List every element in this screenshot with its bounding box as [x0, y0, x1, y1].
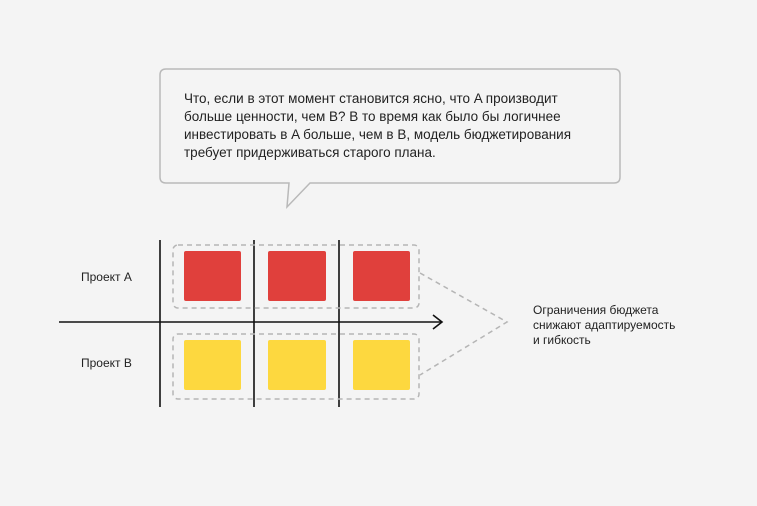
project-b-block	[184, 340, 241, 390]
project-b-block	[268, 340, 326, 390]
callout-text: Что, если в этот момент становится ясно,…	[184, 90, 604, 162]
speech-bubble	[159, 68, 621, 210]
axis-arrowhead-icon	[432, 314, 444, 330]
annotation-line: снижают адаптируемость	[533, 318, 676, 332]
callout-line: Что, если в этот момент становится ясно,…	[184, 91, 558, 106]
callout-line: инвестировать в A больше, чем в B, модел…	[184, 127, 572, 142]
project-a-block	[184, 251, 241, 301]
row-label-project-a: Проект A	[81, 270, 132, 284]
row-label-project-b: Проект B	[81, 356, 132, 370]
callout-line: требует придерживаться старого плана.	[184, 145, 436, 160]
project-a-dashed-group	[172, 244, 420, 309]
project-a-block	[353, 251, 410, 301]
constraint-funnel	[419, 272, 509, 376]
project-a-block	[268, 251, 326, 301]
callout-line: больше ценности, чем B? В то время как б…	[184, 109, 561, 124]
annotation-line: и гибкость	[533, 333, 591, 347]
annotation-line: Ограничения бюджета	[533, 303, 659, 317]
project-b-dashed-group	[172, 333, 420, 400]
project-b-block	[353, 340, 410, 390]
annotation-text: Ограничения бюджета снижают адаптируемос…	[533, 303, 675, 348]
